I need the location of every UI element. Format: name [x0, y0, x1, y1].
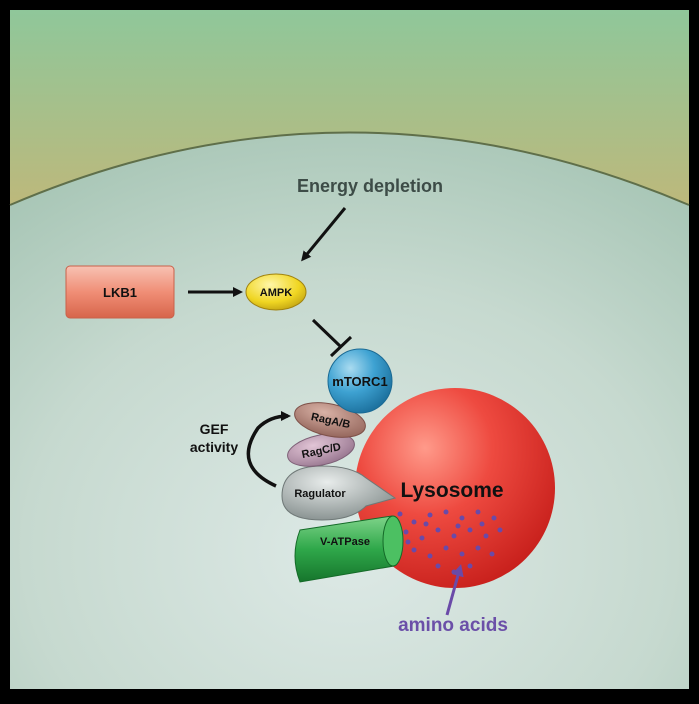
ampk-inhibits-mtorc1-line	[311, 318, 342, 348]
v-atpase-label: V-ATPase	[320, 536, 370, 548]
ragulator	[281, 465, 397, 521]
amino-acids-arrow	[445, 564, 464, 616]
mtorc1-label: mTORC1	[332, 374, 387, 389]
ampk-label: AMPK	[260, 287, 292, 299]
lkb1-label: LKB1	[103, 285, 137, 300]
gef-label-line1: GEF	[200, 421, 229, 437]
lysosome	[355, 388, 555, 588]
energy-to-ampk-arrow	[301, 207, 347, 262]
amino-acids-label: amino acids	[398, 615, 508, 636]
ragulator-label: Ragulator	[294, 488, 346, 500]
lysosome-label: Lysosome	[400, 479, 503, 502]
lkb1-box	[65, 265, 175, 319]
plasma-membrane	[9, 131, 690, 206]
gef-curved-arrow	[246, 411, 291, 488]
energy-depletion-label: Energy depletion	[297, 176, 443, 196]
ragcd	[287, 433, 355, 467]
ampk-node	[245, 273, 307, 311]
amino-acid-dots	[397, 509, 503, 575]
ragab	[294, 402, 366, 438]
mtorc1-node	[327, 348, 393, 414]
v-atpase-end	[382, 515, 404, 567]
inhibition-bar	[329, 335, 353, 358]
gef-label-line2: activity	[190, 439, 238, 455]
